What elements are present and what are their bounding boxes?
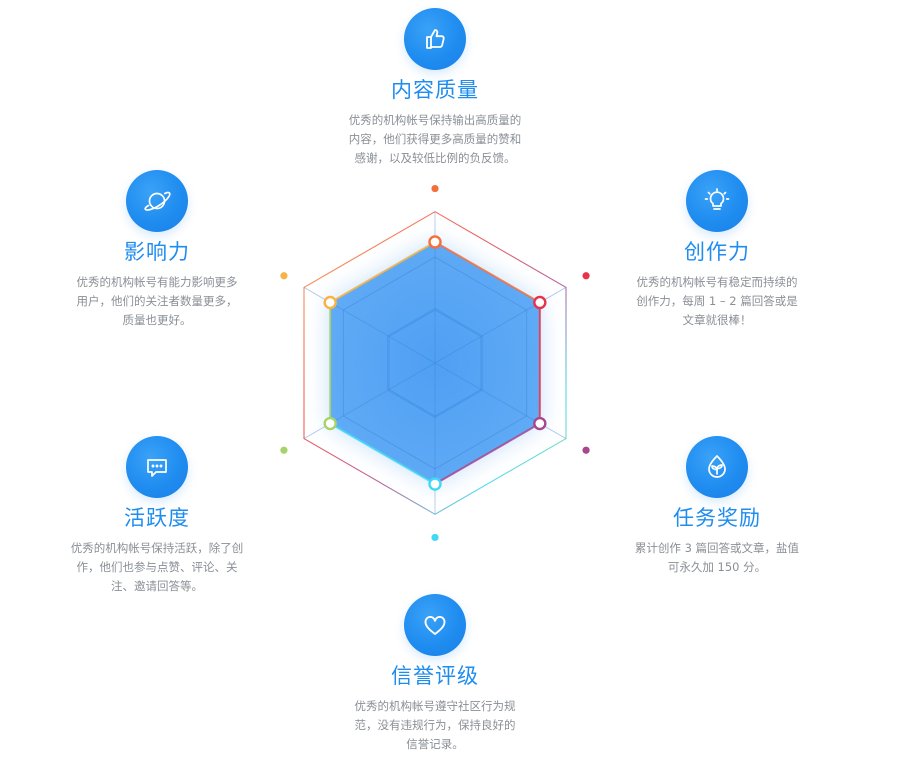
credit-description: 优秀的机构帐号遵守社区行为规 范，没有违规行为，保持良好的 信誉记录。 <box>354 699 516 751</box>
planet-icon <box>126 170 188 232</box>
radar-data-edge <box>329 422 436 485</box>
heart-icon <box>404 594 466 656</box>
radar-data-edge <box>434 241 541 304</box>
section-quality: 内容质量 优秀的机构帐号保持输出高质量的 内容，他们获得更多高质量的赞和 感谢，… <box>320 8 550 168</box>
quality-description: 优秀的机构帐号保持输出高质量的 内容，他们获得更多高质量的赞和 感谢，以及较低比… <box>348 113 522 165</box>
lightbulb-icon <box>686 170 748 232</box>
tasks-description: 累计创作 3 篇回答或文章，盐值 可永久加 150 分。 <box>634 541 800 574</box>
tasks-title: 任务奖励 <box>673 506 761 530</box>
section-influence: 影响力 优秀的机构帐号有能力影响更多 用户，他们的关注者数量更多， 质量也更好。 <box>46 170 268 330</box>
credit-title: 信誉评级 <box>391 664 479 688</box>
creativity-title: 创作力 <box>684 240 750 264</box>
thumbs-up-icon <box>404 8 466 70</box>
creativity-description: 优秀的机构帐号有稳定而持续的 创作力，每周 1 – 2 篇回答或是 文章就很棒！ <box>636 275 798 327</box>
radar-axis-dot <box>280 446 288 454</box>
activity-description: 优秀的机构帐号保持活跃，除了创 作，他们也参与点赞、评论、关 注、邀请回答等。 <box>70 541 244 593</box>
radar-data-point <box>533 416 547 431</box>
radar-data-edge <box>329 241 436 304</box>
radar-data-point <box>428 477 442 491</box>
radar-grid-ring <box>388 309 482 417</box>
radar-grid-ring <box>387 308 483 418</box>
radar-axis-dot <box>582 446 590 454</box>
quality-title: 内容质量 <box>391 78 479 102</box>
radar-data-point <box>323 416 337 431</box>
radar-outer-frame <box>303 211 567 515</box>
section-credit: 信誉评级 优秀的机构帐号遵守社区行为规 范，没有违规行为，保持良好的 信誉记录。 <box>320 594 550 754</box>
sprout-icon <box>686 436 748 498</box>
radar-data-point <box>323 295 337 310</box>
radar-axis-dot <box>431 184 439 193</box>
radar-data-point <box>533 295 547 310</box>
radar-data-point <box>428 235 442 249</box>
radar-grid-ring <box>342 256 528 470</box>
radar-data-edge <box>434 422 541 485</box>
chat-bubble-icon <box>126 436 188 498</box>
radar-axis-dot <box>280 272 288 280</box>
section-creativity: 创作力 优秀的机构帐号有稳定而持续的 创作力，每周 1 – 2 篇回答或是 文章… <box>606 170 828 330</box>
radar-axis-dot <box>582 272 590 280</box>
section-activity: 活跃度 优秀的机构帐号保持活跃，除了创 作，他们也参与点赞、评论、关 注、邀请回… <box>46 436 268 596</box>
section-tasks: 任务奖励 累计创作 3 篇回答或文章，盐值 可永久加 150 分。 <box>606 436 828 577</box>
activity-title: 活跃度 <box>124 506 190 530</box>
radar-axis-dot <box>431 533 439 542</box>
influence-description: 优秀的机构帐号有能力影响更多 用户，他们的关注者数量更多， 质量也更好。 <box>76 275 238 327</box>
influence-title: 影响力 <box>124 240 190 264</box>
radar-data-area <box>330 242 540 484</box>
